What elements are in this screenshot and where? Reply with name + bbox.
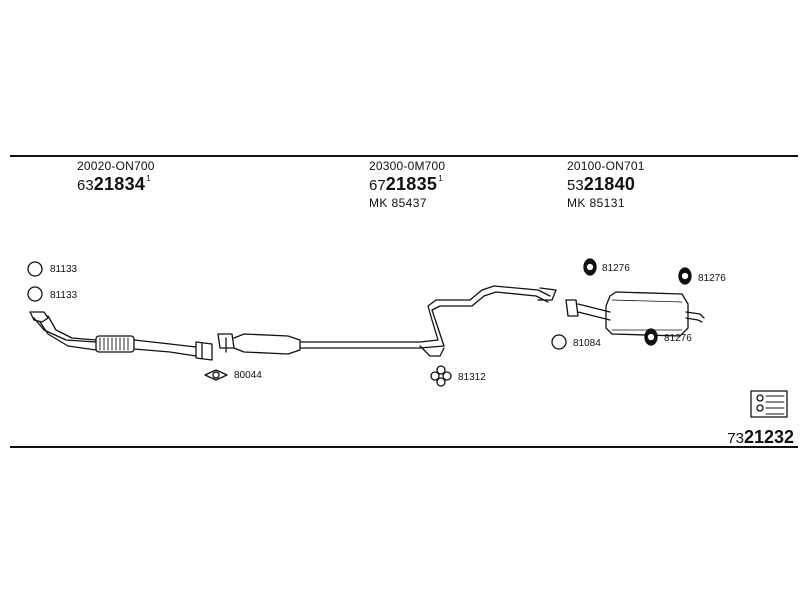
ring-rear-icon	[551, 334, 567, 350]
middle-pipe-part-number: 67218351	[369, 174, 443, 194]
hanger-mid-icon	[430, 365, 452, 387]
gasket-label: 80044	[234, 370, 262, 381]
front-pipe-drawing	[29, 311, 213, 361]
middle-pipe-drawing	[217, 285, 557, 357]
hanger-a-icon	[583, 258, 597, 276]
front-pipe-header: 20020-ON700 63218341	[77, 160, 155, 193]
top-divider	[10, 155, 798, 157]
middle-pipe-mk-number: MK 85437	[369, 196, 427, 210]
bottom-divider	[10, 446, 798, 448]
ring-1-label: 81133	[50, 264, 78, 275]
middle-pipe-oe-number: 20300-0M700	[369, 159, 446, 173]
rear-silencer-mk-number: MK 85131	[567, 196, 625, 210]
rear-silencer-part-number: 5321840	[567, 174, 636, 194]
hanger-c-icon	[644, 328, 658, 346]
hanger-b-label: 81276	[698, 273, 726, 284]
ring-2-icon	[27, 286, 43, 302]
front-pipe-part-number: 63218341	[77, 174, 151, 194]
ring-2-label: 81133	[50, 290, 78, 301]
rear-silencer-oe-number: 20100-ON701	[567, 159, 645, 173]
gasket-icon	[204, 369, 228, 381]
hanger-mid-label: 81312	[458, 372, 486, 383]
middle-pipe-header: 20300-0M700 67218351 MK 85437	[369, 160, 445, 209]
rear-silencer-header: 20100-ON701 5321840 MK 85131	[567, 160, 645, 209]
ring-rear-label: 81084	[573, 338, 601, 349]
hanger-c-label: 81276	[664, 333, 692, 344]
reference-symbol-icon	[750, 390, 788, 418]
hanger-a-label: 81276	[602, 263, 630, 274]
front-pipe-oe-number: 20020-ON700	[77, 159, 155, 173]
diagram-reference-number: 7321232	[727, 427, 794, 447]
hanger-b-icon	[678, 267, 692, 285]
ring-1-icon	[27, 261, 43, 277]
rear-silencer-drawing	[565, 291, 705, 337]
